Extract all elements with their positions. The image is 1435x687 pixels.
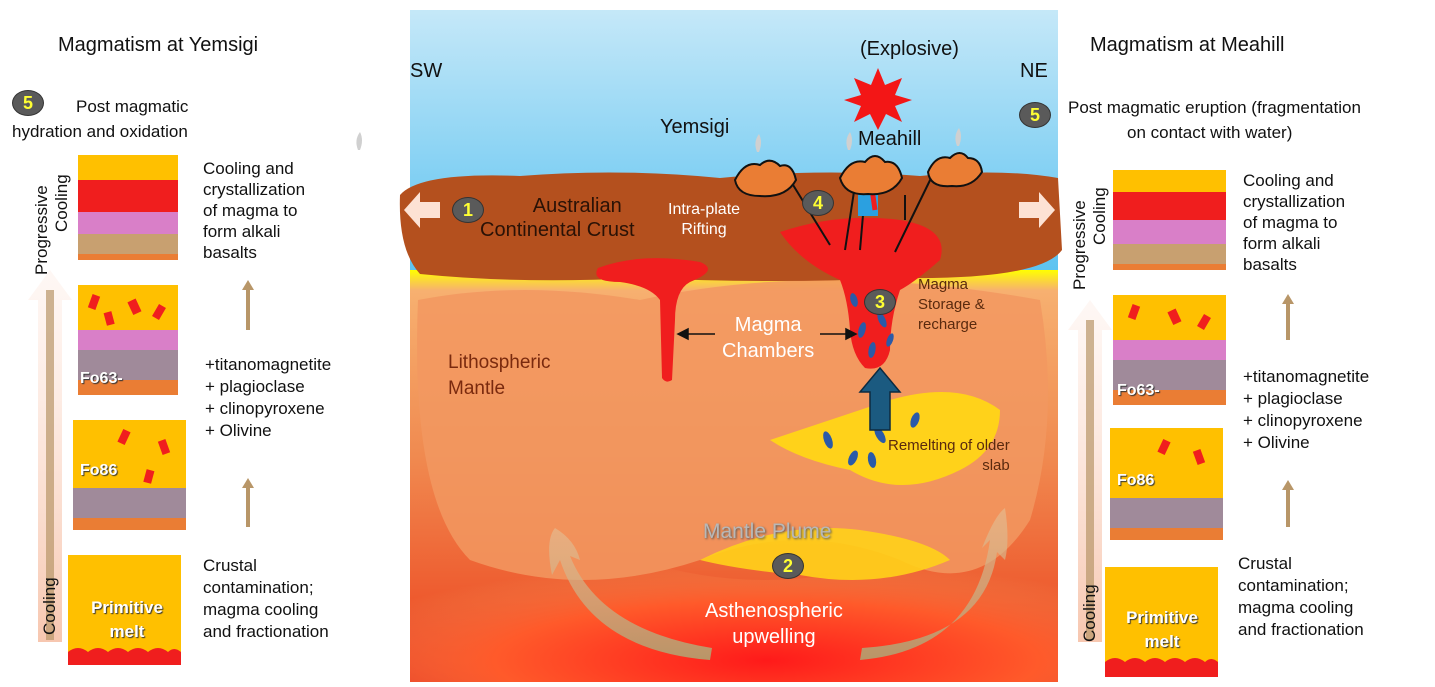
left-minerals-text: +titanomagnetite+ plagioclase+ clinopyro…	[205, 355, 332, 440]
left-step5-line2: hydration and oxidation	[12, 122, 188, 141]
plume-yellow-rim	[700, 528, 950, 580]
right-arrow-up-2	[1282, 480, 1294, 527]
explosion-icon	[844, 68, 912, 130]
remelt-label: Remelting of older slab	[888, 437, 1010, 474]
right-box-mid	[1113, 295, 1226, 405]
left-cooling-big-arrow-core	[46, 290, 54, 640]
right-box-primitive	[1105, 567, 1218, 677]
left-cooling-big-label: Cooling	[40, 577, 59, 635]
left-box-primitive	[68, 555, 181, 665]
right-cooling-big-label: Cooling	[1080, 584, 1099, 642]
left-progressive-label: Progressive	[32, 185, 51, 275]
yemsigi-label: Yemsigi	[660, 116, 730, 138]
volcanoes	[733, 152, 984, 198]
right-title: Magmatism at Meahill	[1090, 34, 1285, 56]
chambers-label: Magma Chambers	[722, 314, 815, 362]
right-step5-badge: 5	[1019, 102, 1051, 128]
left-cooling-small-label: Cooling	[52, 174, 71, 232]
meahill-label: Meahill	[858, 128, 922, 150]
left-arrow-up-1	[242, 280, 254, 330]
right-step5-line1: Post magmatic eruption (fragmentation	[1068, 98, 1361, 117]
volcano-meahill	[838, 155, 904, 196]
right-cooling-big-arrow-core	[1086, 320, 1094, 640]
ne-label: NE	[1020, 60, 1048, 82]
crust-label: Australian Continental Crust	[480, 195, 635, 241]
left-step5-badge: 5	[12, 90, 44, 116]
badge-4: 4	[802, 190, 834, 216]
right-box-top	[1113, 170, 1226, 270]
right-fo86-label: Fo86	[1117, 472, 1155, 489]
left-box-top	[78, 155, 178, 260]
plume-label: Mantle Plume	[703, 520, 832, 543]
right-cooling-small-label: Cooling	[1090, 187, 1109, 245]
chamber-pointers	[676, 327, 858, 341]
right-fo63-label: Fo63-	[1117, 382, 1160, 399]
explosive-label: (Explosive)	[860, 38, 959, 60]
magma-chamber-left	[596, 258, 708, 382]
rifting-label: Intra-plate Rifting	[668, 201, 741, 238]
volcano-third	[926, 152, 984, 188]
mantle-label: Lithospheric Mantle	[448, 352, 551, 399]
badge-1: 1	[452, 197, 484, 223]
right-arrow-up-1	[1282, 294, 1294, 340]
volcano-plumes	[356, 128, 961, 152]
slab-fragments	[823, 412, 920, 468]
chamber-crystals	[850, 293, 894, 358]
lithospheric-mantle-shape	[417, 280, 1048, 580]
magma-chamber-right	[780, 217, 942, 369]
left-fo63-label: Fo63-	[80, 370, 123, 387]
astheno-label: Asthenospheric upwelling	[705, 600, 843, 648]
upwelling-arrow-left	[549, 528, 712, 660]
right-step5-line2: on contact with water)	[1127, 123, 1293, 142]
right-box-fo86	[1110, 428, 1223, 540]
storage-label: Magma Storage & recharge	[918, 276, 985, 333]
left-step5-line1: Post magmatic	[76, 97, 189, 116]
left-title: Magmatism at Yemsigi	[58, 34, 259, 56]
rift-arrow-left-icon	[404, 192, 440, 228]
ascent-arrow-icon	[858, 366, 902, 431]
right-minerals-text: +titanomagnetite+ plagioclase+ clinopyro…	[1243, 367, 1370, 452]
right-progressive-label: Progressive	[1070, 200, 1089, 290]
sw-label: SW	[410, 60, 443, 82]
left-box-mid	[78, 285, 178, 395]
left-box-fo86	[73, 420, 186, 530]
volcano-yemsigi	[733, 159, 798, 198]
rift-arrow-right-icon	[1019, 192, 1055, 228]
left-arrow-up-2	[242, 478, 254, 527]
badge-2: 2	[772, 553, 804, 579]
left-fo86-label: Fo86	[80, 462, 118, 479]
badge-3: 3	[864, 289, 896, 315]
